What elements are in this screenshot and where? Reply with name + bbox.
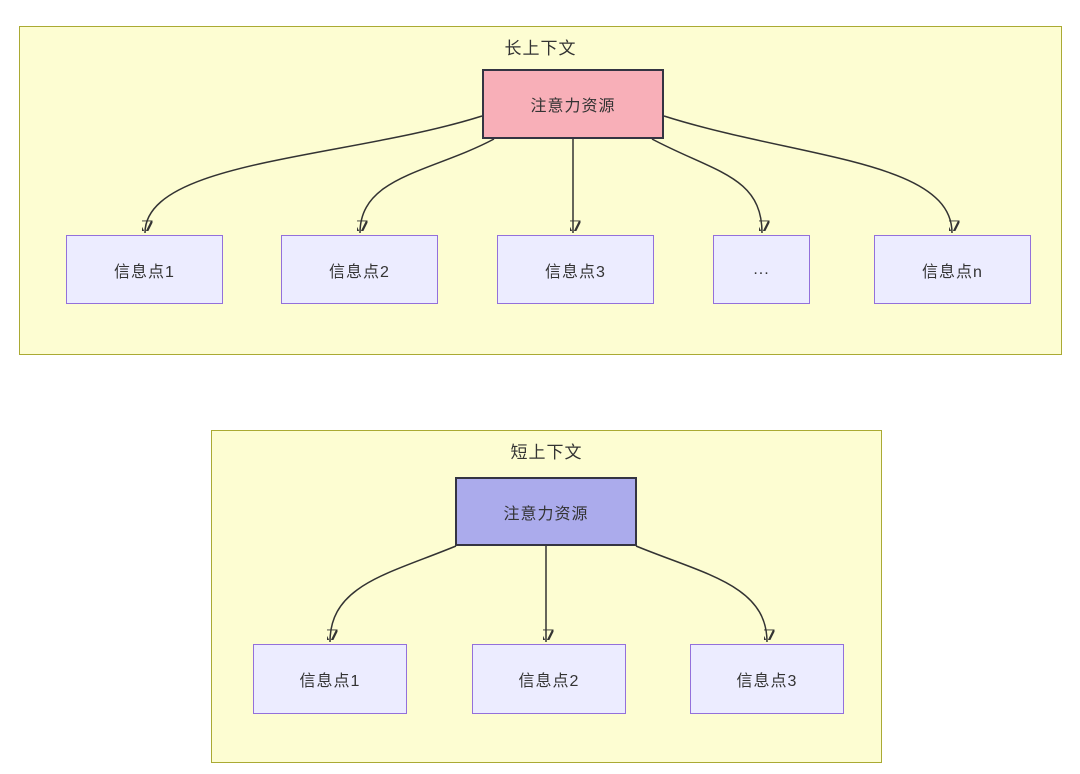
node-long-info-ellipsis: ...	[713, 235, 810, 304]
node-long-info-1: 信息点1	[66, 235, 223, 304]
cluster-short-context-title: 短上下文	[510, 443, 583, 462]
node-long-info-n: 信息点n	[874, 235, 1031, 304]
cluster-long-context-title: 长上下文	[504, 39, 577, 58]
node-short-info-2: 信息点2	[472, 644, 626, 714]
node-short-attention: 注意力资源	[455, 477, 637, 546]
node-short-info-3: 信息点3	[690, 644, 844, 714]
node-short-info-1: 信息点1	[253, 644, 407, 714]
node-long-info-3: 信息点3	[497, 235, 654, 304]
node-long-attention: 注意力资源	[482, 69, 664, 139]
node-long-info-2: 信息点2	[281, 235, 438, 304]
